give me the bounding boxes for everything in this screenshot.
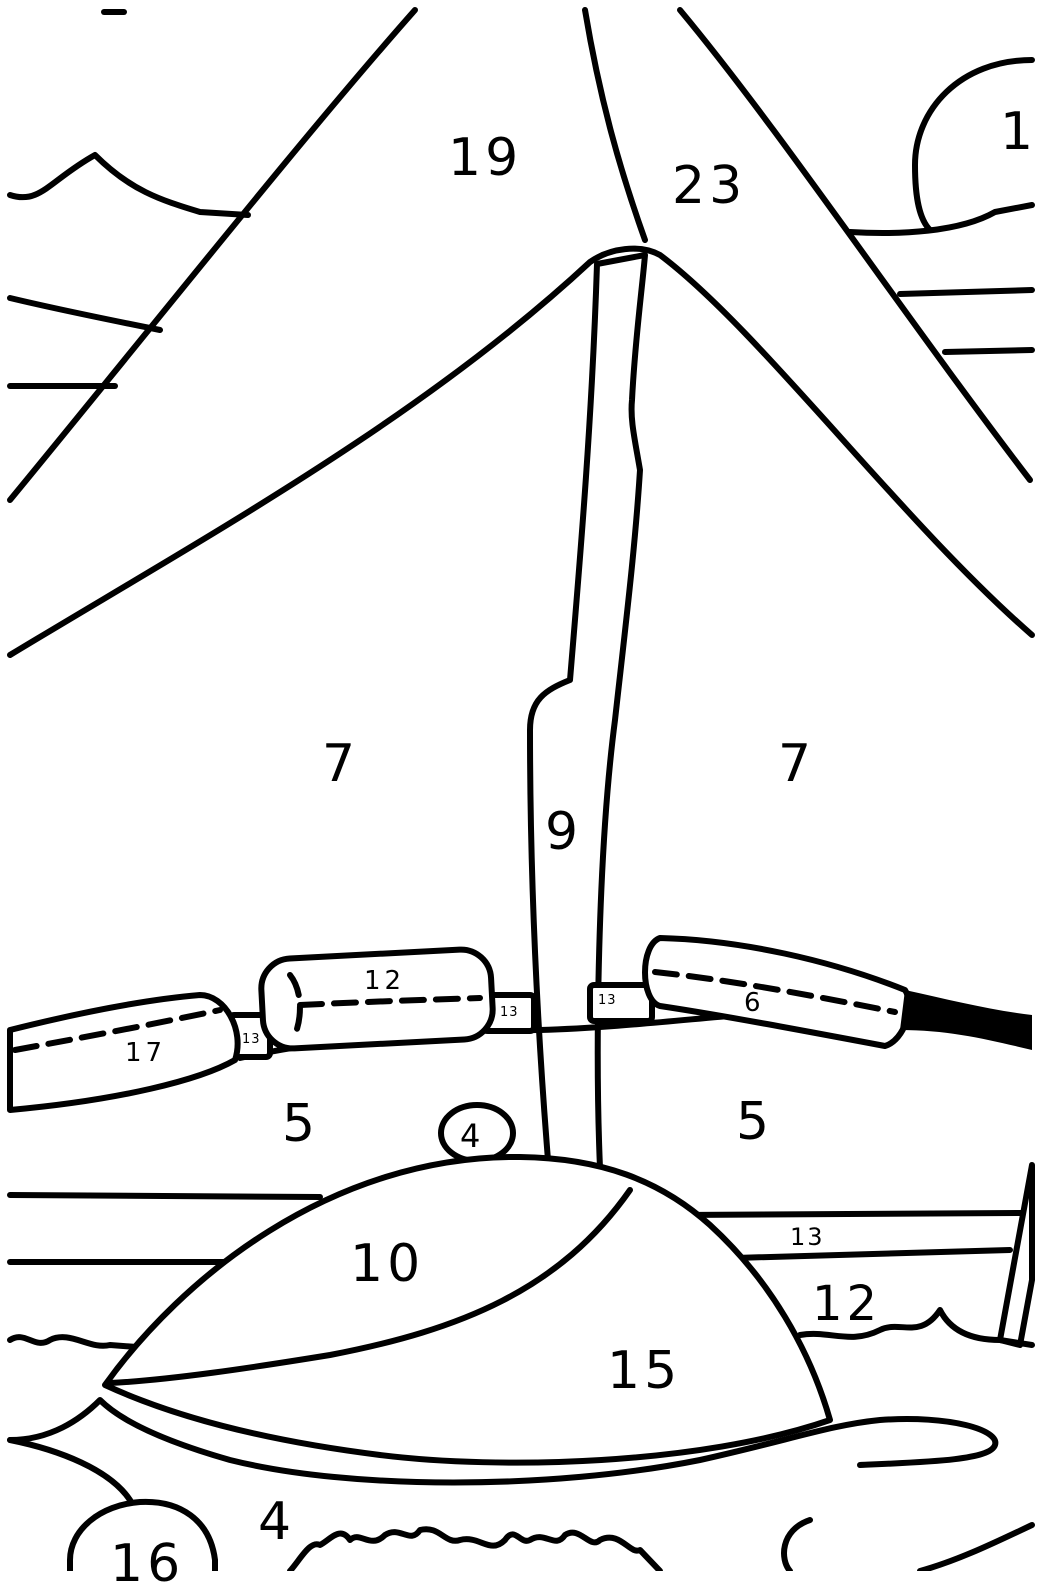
label-rope-mid-right: 13	[598, 993, 617, 1008]
label-log-left: 17	[125, 1038, 167, 1068]
horizon-line-right-1	[897, 287, 1035, 297]
label-tent-left: 7	[322, 734, 360, 794]
label-stripe-right: 13	[790, 1223, 825, 1251]
flat-stone-left	[7, 1437, 143, 1523]
label-sun: 1	[1000, 102, 1038, 162]
label-rope-left: 13	[242, 1032, 261, 1047]
log-left	[7, 992, 241, 1113]
log-middle-end	[287, 972, 303, 1035]
label-rope-mid-left: 13	[500, 1005, 519, 1020]
label-ground-left: 5	[282, 1094, 320, 1154]
label-ground-right: 5	[736, 1092, 774, 1152]
label-tent-pole: 9	[545, 802, 583, 862]
bottom-line-right	[917, 1522, 1035, 1571]
label-foreground: 4	[258, 1492, 296, 1552]
grass-right	[797, 1307, 1035, 1348]
tent-outline	[7, 245, 1035, 658]
label-grass-right: 12	[812, 1276, 882, 1332]
post-right	[997, 1162, 1035, 1348]
ground-stripe-1	[7, 1192, 323, 1200]
label-rock-right: 15	[607, 1341, 682, 1401]
log-right-dashes	[652, 969, 898, 1015]
ground-stripe-right-2	[732, 1247, 1013, 1261]
foreground-grass	[287, 1526, 663, 1571]
bottom-stone-left	[67, 1498, 218, 1571]
log-middle-dashes	[297, 995, 483, 1008]
sun-horizon	[847, 202, 1035, 236]
label-pebble: 4	[460, 1117, 485, 1155]
label-tent-right: 7	[778, 734, 816, 794]
grass-left	[7, 1334, 153, 1351]
horizon-line-right-2	[942, 347, 1035, 355]
bottom-stone-right	[781, 1517, 813, 1571]
label-bottom-stone: 16	[110, 1534, 185, 1594]
mountain-slope-right	[677, 7, 1033, 483]
mountain-center-line	[582, 7, 648, 243]
label-sky-top-right: 23	[672, 156, 747, 216]
horizon-line-left-1	[7, 295, 163, 333]
label-rock-left: 10	[350, 1234, 425, 1294]
sun	[912, 57, 1035, 233]
label-sky-top-left: 19	[448, 128, 523, 188]
ground-stripe-right-1	[677, 1210, 1028, 1218]
label-log-right: 6	[744, 988, 765, 1018]
label-log-middle: 12	[364, 966, 406, 996]
mountain-ridge-left	[7, 152, 251, 218]
tent-pole	[527, 252, 648, 1171]
rock-divider	[107, 1187, 633, 1386]
log-left-dashes	[12, 1007, 223, 1053]
mountain-slope-left	[7, 7, 418, 503]
dark-rope-right	[900, 990, 1032, 1050]
rock	[102, 1153, 833, 1466]
flat-stone	[7, 1397, 999, 1486]
